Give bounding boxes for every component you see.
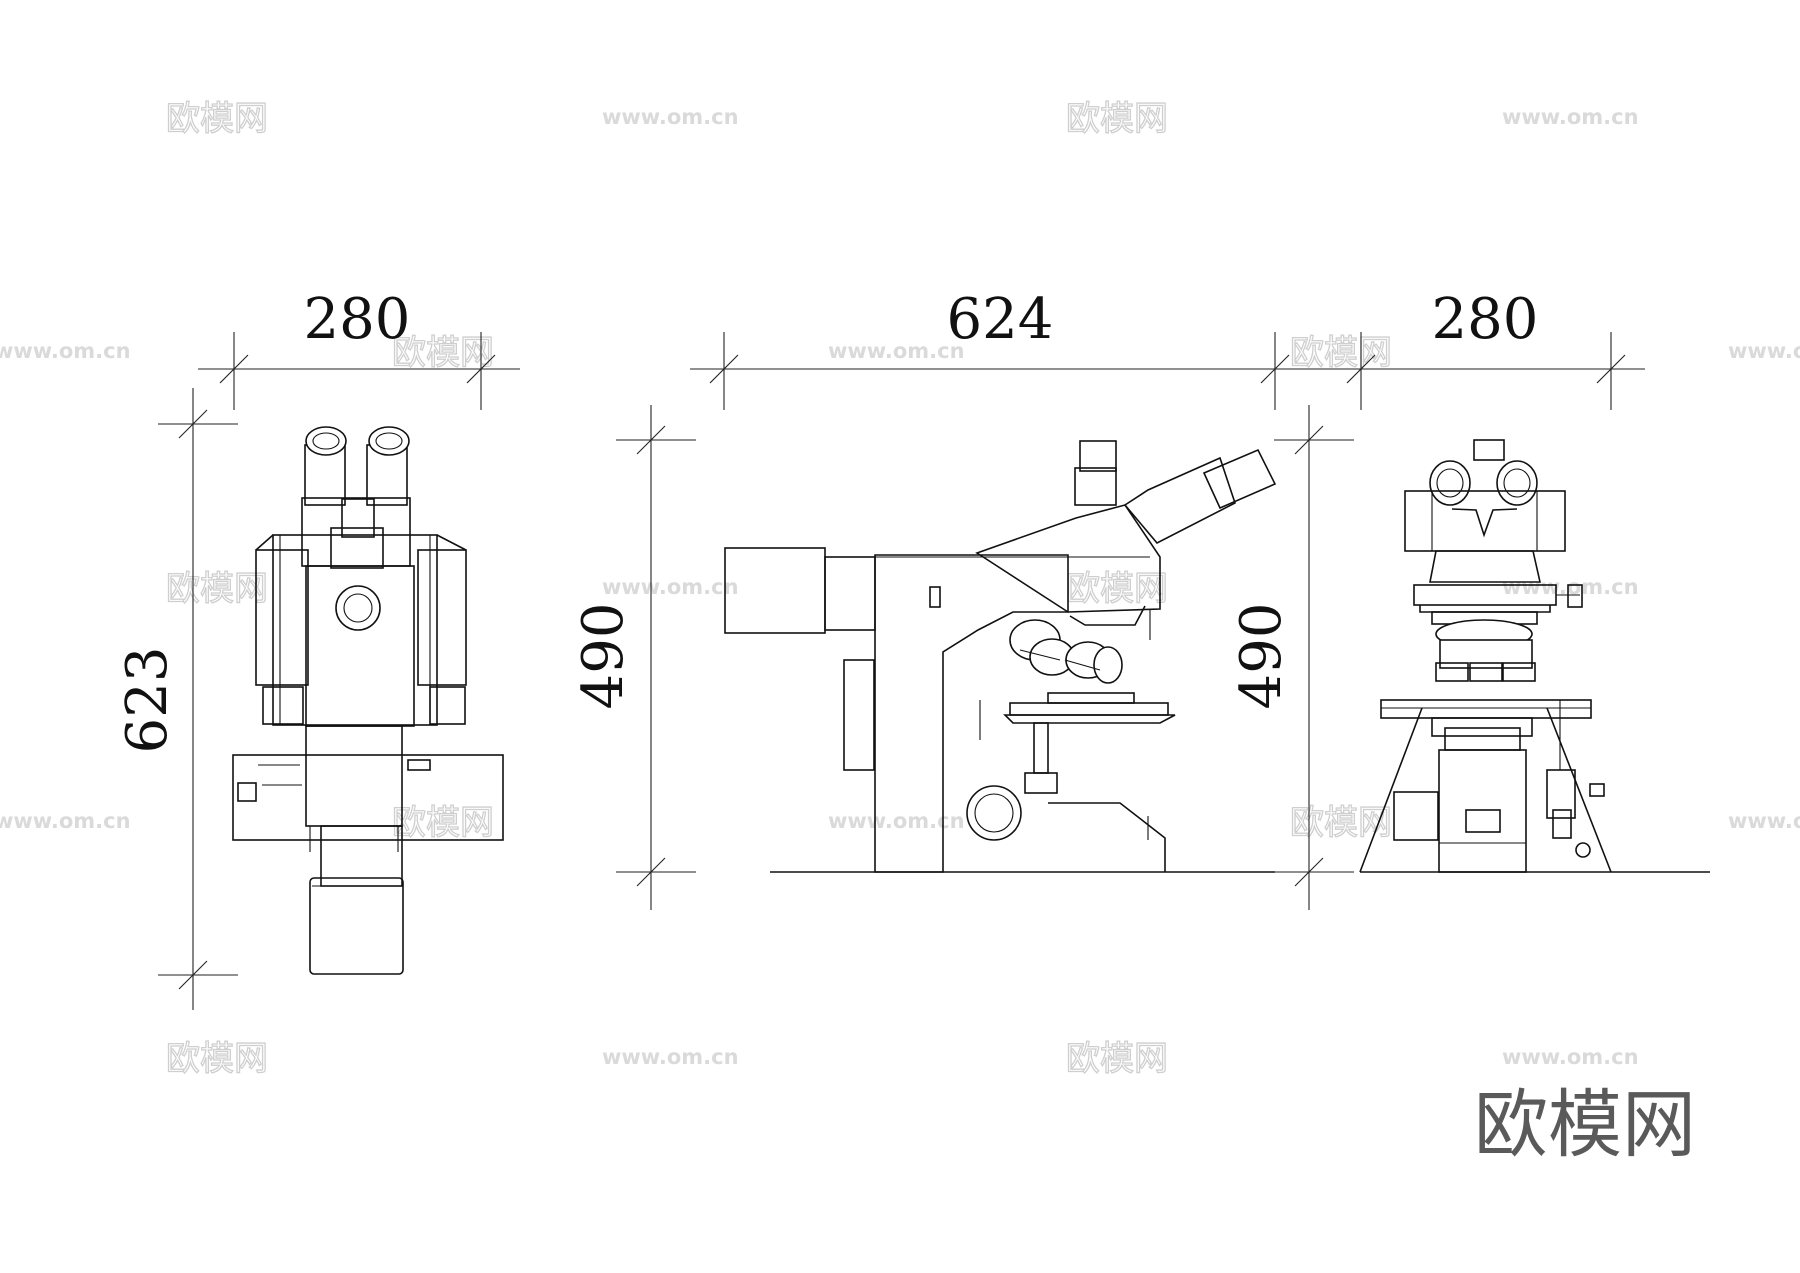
watermark-url: www.om.cn: [0, 809, 131, 833]
top-view: 280 623: [115, 287, 520, 1010]
watermark-url: www.om.cn: [1728, 339, 1800, 363]
dimension-label-top-width: 280: [304, 287, 411, 352]
watermark-url: www.om.cn: [828, 339, 965, 363]
dimension-label-front-height: 490: [1229, 603, 1294, 710]
watermark-url: www.om.cn: [828, 809, 965, 833]
front-view-width-dimension: 280: [1262, 287, 1645, 410]
brand-logo: 欧模网: [1474, 1082, 1696, 1168]
watermark-brand: 欧模网: [1290, 333, 1392, 373]
microscope-side-view: [724, 440, 1277, 873]
watermark-brand: 欧模网: [166, 99, 268, 139]
side-view-width-dimension: 624: [690, 287, 1290, 410]
watermark-url: www.om.cn: [1728, 809, 1800, 833]
watermark-brand: 欧模网: [392, 333, 494, 373]
watermark-brand: 欧模网: [1066, 1039, 1168, 1079]
watermark-url: www.om.cn: [1502, 1045, 1639, 1069]
watermark-brand: 欧模网: [1066, 569, 1168, 609]
dimension-label-top-height: 623: [115, 647, 180, 754]
watermark-url: www.om.cn: [602, 575, 739, 599]
dimension-label-side-height: 490: [571, 603, 636, 710]
watermark-brand: 欧模网: [166, 569, 268, 609]
watermark-url: www.om.cn: [602, 1045, 739, 1069]
watermark-url: www.om.cn: [602, 105, 739, 129]
front-view-height-dimension: 490: [1229, 405, 1354, 910]
microscope-top-view: [232, 426, 504, 975]
microscope-front-view: [1359, 439, 1612, 873]
front-view: 280 490: [1229, 287, 1710, 910]
side-view-height-dimension: 490: [571, 405, 696, 910]
top-view-height-dimension: 623: [115, 388, 238, 1010]
watermark-brand: 欧模网: [392, 803, 494, 843]
watermark-url: www.om.cn: [1502, 105, 1639, 129]
watermark-layer: 欧模网 www.om.cn 欧模网 www.om.cn www.om.cn 欧模…: [0, 98, 1800, 1079]
watermark-brand: 欧模网: [1066, 99, 1168, 139]
watermark-brand: 欧模网: [166, 1039, 268, 1079]
dimension-label-side-width: 624: [947, 287, 1054, 352]
side-view: 624 490: [571, 287, 1290, 910]
top-view-width-dimension: 280: [198, 287, 520, 410]
watermark-url: www.om.cn: [0, 339, 131, 363]
dimension-label-front-width: 280: [1432, 287, 1539, 352]
watermark-brand: 欧模网: [1290, 803, 1392, 843]
